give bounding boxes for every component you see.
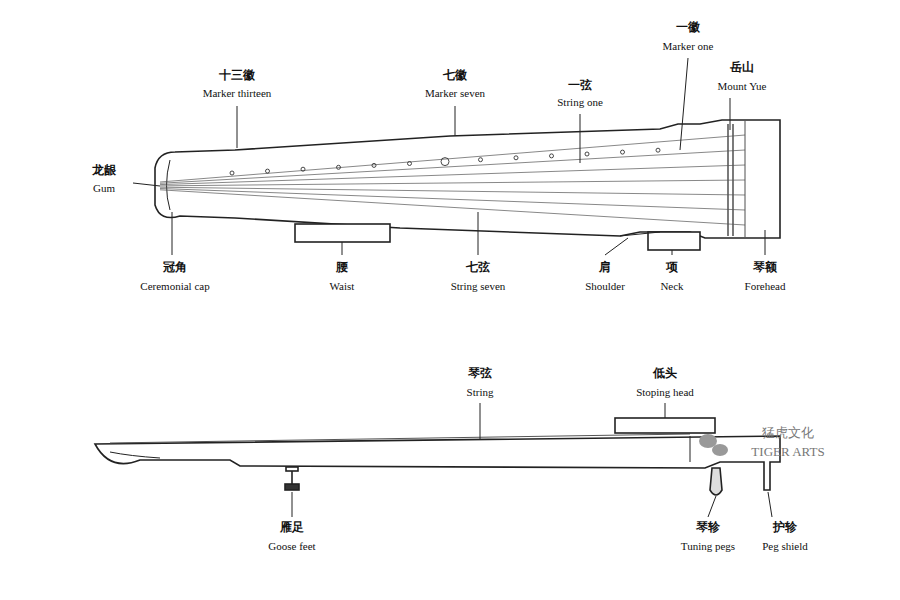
part-label: Goose feet xyxy=(268,540,315,553)
side-leaders xyxy=(292,403,772,517)
part-label: 冠角 xyxy=(163,260,187,274)
hui-markers xyxy=(230,148,660,175)
part-label: 琴轸 xyxy=(696,520,720,534)
part-label: 低头 xyxy=(653,366,677,380)
part-label: 项 xyxy=(666,260,678,274)
part-label: Shoulder xyxy=(585,280,625,293)
cap-line xyxy=(167,160,171,210)
part-label: 十三徽 xyxy=(219,68,255,82)
leader-lines xyxy=(133,58,765,255)
part-label: Peg shield xyxy=(762,540,808,553)
part-label: Ceremonial cap xyxy=(140,280,209,293)
part-label: String seven xyxy=(451,280,506,293)
part-label: 岳山 xyxy=(730,60,754,74)
body-outline xyxy=(155,120,780,238)
part-label: 龙龈 xyxy=(92,163,116,177)
part-label: 一徽 xyxy=(676,20,700,34)
part-label: String xyxy=(467,386,494,399)
part-label: 七弦 xyxy=(466,260,490,274)
neck-box xyxy=(648,232,700,250)
part-label: 琴弦 xyxy=(468,366,492,380)
part-label: Marker thirteen xyxy=(203,87,272,100)
watermark-icon xyxy=(699,434,728,456)
part-label: Marker seven xyxy=(425,87,485,100)
part-label: String one xyxy=(557,96,603,109)
part-label: 七徽 xyxy=(443,68,467,82)
part-label: Mount Yue xyxy=(718,80,767,93)
part-label: 护轸 xyxy=(773,520,797,534)
part-label: 雁足 xyxy=(280,520,304,534)
part-label: Tuning pegs xyxy=(681,540,735,553)
part-label: Gum xyxy=(93,182,115,195)
part-label: Stoping head xyxy=(636,386,694,399)
part-label: Marker one xyxy=(662,40,713,53)
part-label: 肩 xyxy=(599,260,611,274)
part-label: 琴额 xyxy=(753,260,777,274)
part-label: 腰 xyxy=(336,260,348,274)
part-label: Waist xyxy=(330,280,355,293)
watermark: TIGER ARTS xyxy=(751,444,824,460)
waist-box xyxy=(295,224,390,242)
part-label: Forehead xyxy=(745,280,786,293)
strings xyxy=(160,135,745,225)
watermark: 猛虎文化 xyxy=(762,425,814,441)
part-label: Neck xyxy=(660,280,683,293)
part-label: 一弦 xyxy=(568,78,592,92)
side-view xyxy=(95,418,780,495)
